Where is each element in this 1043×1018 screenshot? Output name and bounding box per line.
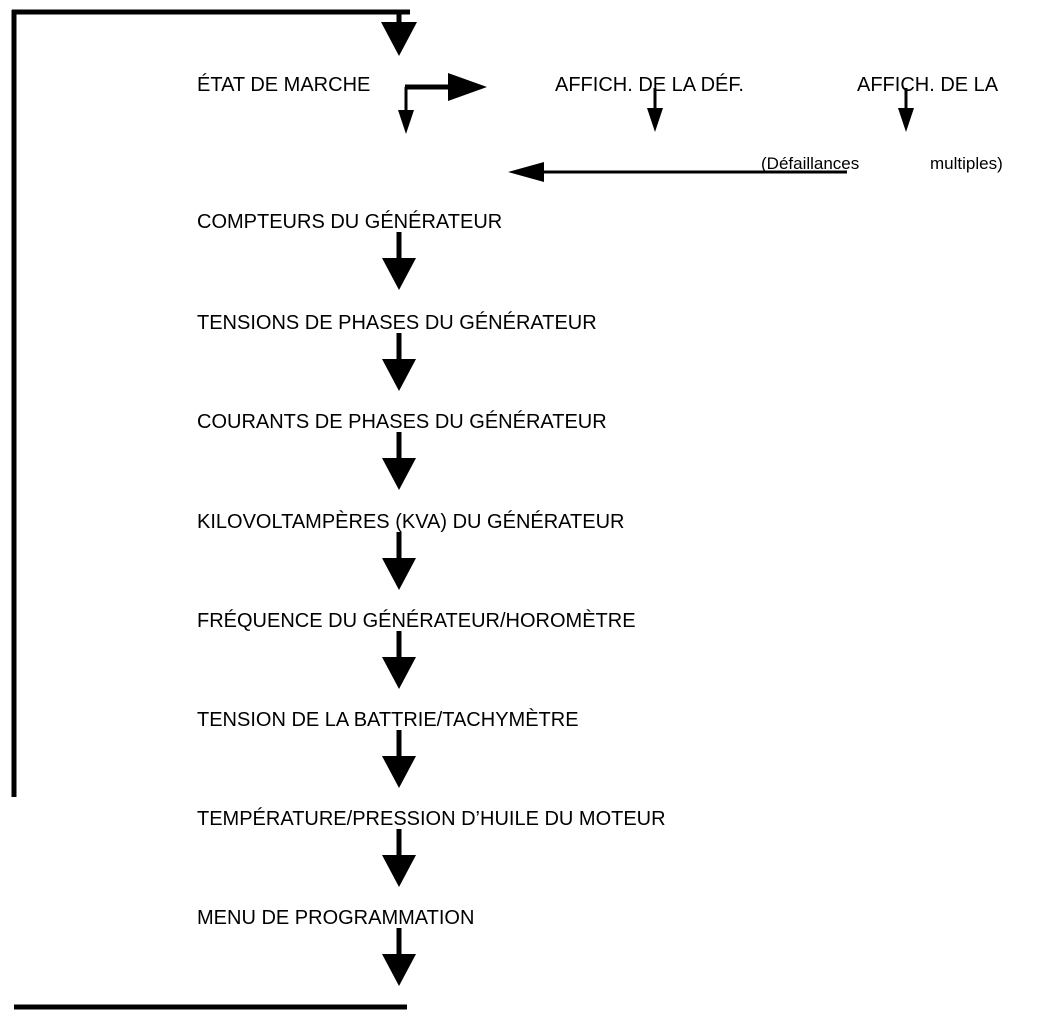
menu-down-arrow-8 — [382, 928, 416, 986]
menu-down-arrow-7 — [382, 829, 416, 887]
menu-item-4: KILOVOLTAMPÈRES (KVA) DU GÉNÉRATEUR — [197, 510, 624, 533]
menu-item-7: TEMPÉRATURE/PRESSION D’HUILE DU MOTEUR — [197, 807, 666, 830]
multiple-faults-note-part1: (Défaillances — [761, 154, 859, 173]
return-left-arrow — [508, 162, 847, 182]
menu-down-arrow-3 — [382, 432, 416, 490]
menu-down-arrow-4 — [382, 532, 416, 590]
menu-down-arrow-1 — [382, 232, 416, 290]
menu-item-2: TENSIONS DE PHASES DU GÉNÉRATEUR — [197, 311, 597, 334]
menu-item-8: MENU DE PROGRAMMATION — [197, 907, 474, 929]
entry-arrow — [381, 14, 417, 56]
state-label: ÉTAT DE MARCHE — [197, 73, 370, 96]
menu-item-6: TENSION DE LA BATTRIE/TACHYMÈTRE — [197, 708, 579, 731]
menu-item-1: COMPTEURS DU GÉNÉRATEUR — [197, 210, 502, 233]
loop-back-frame — [11, 9, 410, 1010]
fault-display-label: AFFICH. DE LA DÉF. — [555, 73, 744, 96]
menu-item-5: FRÉQUENCE DU GÉNÉRATEUR/HOROMÈTRE — [197, 609, 636, 632]
multiple-faults-note-part2: multiples) — [930, 154, 1003, 173]
menu-sequence: COMPTEURS DU GÉNÉRATEUR TENSIONS DE PHASE… — [197, 210, 666, 986]
menu-down-arrow-2 — [382, 333, 416, 391]
menu-down-arrow-5 — [382, 631, 416, 689]
display-down-arrow — [898, 88, 914, 132]
right-arrow — [405, 73, 487, 101]
display-label-cut: AFFICH. DE LA — [857, 74, 999, 96]
state-down-arrow — [398, 87, 414, 134]
menu-down-arrow-6 — [382, 730, 416, 788]
fault-down-arrow — [647, 88, 663, 132]
menu-item-3: COURANTS DE PHASES DU GÉNÉRATEUR — [197, 410, 607, 433]
